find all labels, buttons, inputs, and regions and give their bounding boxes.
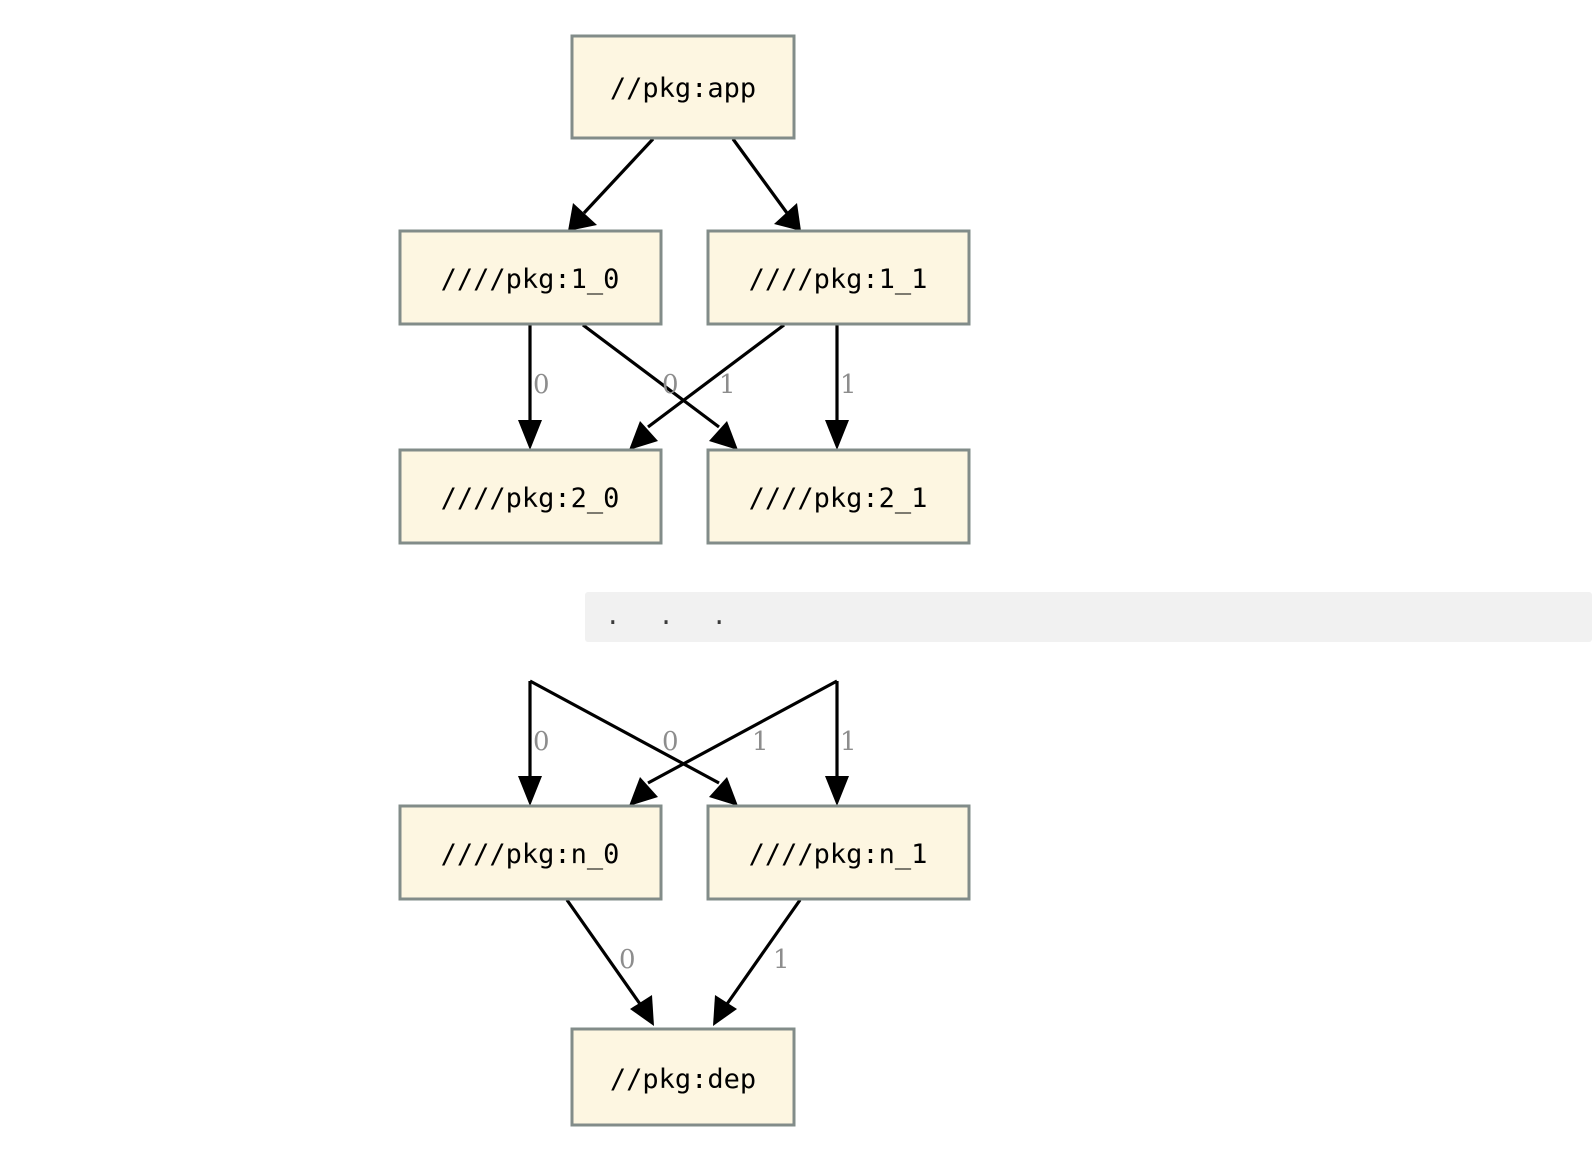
node-1_0[interactable]: ////pkg:1_0 (398, 229, 663, 326)
edge-label-row2-right-cross: 1 (752, 727, 769, 757)
edge-label-dep-right: 1 (773, 945, 790, 975)
node-dep[interactable]: //pkg:dep (570, 1027, 796, 1127)
node-n_1-label: ////pkg:n_1 (749, 839, 928, 870)
node-n_0-label: ////pkg:n_0 (441, 839, 620, 870)
edge-upper-to-n_0-straight (518, 681, 542, 806)
node-n_1[interactable]: ////pkg:n_1 (706, 804, 971, 901)
edge-upper-to-n_1-straight (825, 681, 849, 806)
node-1_1-label: ////pkg:1_1 (749, 264, 928, 295)
edge-app-to-1_0 (568, 137, 655, 231)
edge-n_1-to-dep (713, 899, 802, 1026)
node-2_0-label: ////pkg:2_0 (441, 483, 620, 514)
node-n_0[interactable]: ////pkg:n_0 (398, 804, 663, 901)
node-1_1[interactable]: ////pkg:1_1 (706, 229, 971, 326)
edge-label-row2-left-straight: 0 (533, 727, 550, 757)
node-app[interactable]: //pkg:app (570, 34, 796, 140)
edge-upper-to-n_1-cross (529, 679, 738, 806)
node-dep-label: //pkg:dep (610, 1064, 756, 1095)
edge-label-row1-left-straight: 0 (533, 370, 550, 400)
edge-app-to-1_1 (731, 138, 801, 231)
ellipsis-band: . . . (585, 592, 1592, 642)
node-2_1-label: ////pkg:2_1 (749, 483, 928, 514)
ellipsis-text: . . . (605, 602, 739, 632)
edge-label-dep-left: 0 (619, 945, 636, 975)
edge-1_0-to-2_0 (518, 325, 542, 450)
edge-1_1-to-2_1 (825, 325, 849, 450)
node-2_1[interactable]: ////pkg:2_1 (706, 448, 971, 545)
edge-label-row2-right-straight: 1 (840, 727, 857, 757)
edge-label-row1-right-cross: 1 (719, 370, 736, 400)
node-2_0[interactable]: ////pkg:2_0 (398, 448, 663, 545)
edge-label-row1-right-straight: 1 (840, 370, 857, 400)
edge-label-row1-left-cross: 0 (662, 370, 679, 400)
edge-upper-to-n_0-cross (629, 679, 838, 806)
edge-n_0-to-dep (565, 899, 654, 1026)
edge-label-row2-left-cross: 0 (662, 727, 679, 757)
edge-1_0-to-2_1 (582, 323, 738, 450)
edge-1_1-to-2_0 (629, 323, 785, 450)
node-app-label: //pkg:app (610, 73, 756, 104)
node-1_0-label: ////pkg:1_0 (441, 264, 620, 295)
